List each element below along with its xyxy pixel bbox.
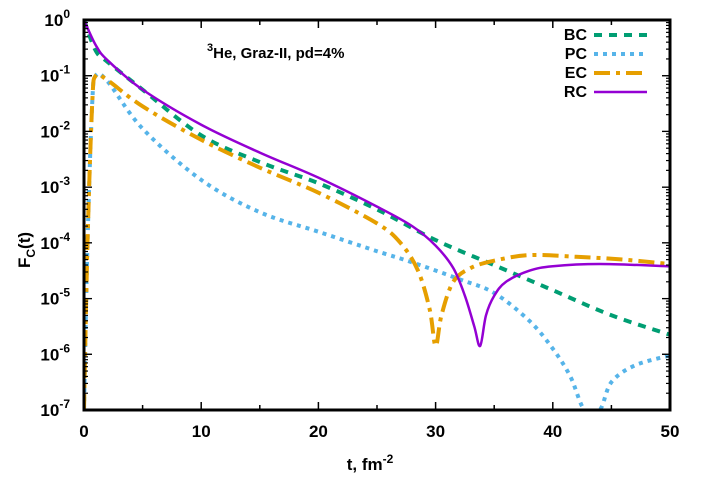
legend-label-ec: EC bbox=[565, 65, 588, 82]
y-tick-label: 10-6 bbox=[40, 341, 70, 364]
y-tick-label: 10-7 bbox=[40, 397, 70, 420]
series-ec-line bbox=[84, 72, 670, 410]
x-tick-label: 0 bbox=[79, 422, 88, 441]
x-tick-label: 10 bbox=[192, 422, 211, 441]
y-tick-label: 10-1 bbox=[40, 63, 70, 86]
y-tick-label: 10-4 bbox=[40, 230, 70, 253]
axis-ticks bbox=[83, 19, 671, 411]
x-tick-label: 20 bbox=[309, 422, 328, 441]
y-tick-label: 100 bbox=[44, 7, 70, 30]
x-tick-label: 50 bbox=[661, 422, 680, 441]
x-tick-label: 30 bbox=[426, 422, 445, 441]
y-tick-label: 10-5 bbox=[40, 286, 70, 309]
x-axis-label: t, fm-2 bbox=[347, 452, 394, 474]
legend-label-bc: BC bbox=[564, 27, 588, 44]
y-tick-labels: 100 10-1 10-2 10-3 10-4 10-5 10-6 10-7 bbox=[40, 7, 70, 420]
plot-curves bbox=[84, 20, 670, 410]
series-rc-line bbox=[84, 20, 670, 348]
y-axis-label: FC(t) bbox=[15, 232, 38, 268]
y-tick-label: 10-3 bbox=[40, 174, 70, 197]
legend: BC PC EC RC bbox=[564, 27, 647, 101]
x-tick-labels: 0 10 20 30 40 50 bbox=[79, 422, 679, 441]
series-pc-line bbox=[84, 71, 670, 410]
legend-label-pc: PC bbox=[565, 46, 588, 63]
chart-annotation: 3He, Graz-II, pd=4% bbox=[207, 42, 344, 62]
x-tick-label: 40 bbox=[543, 422, 562, 441]
legend-label-rc: RC bbox=[564, 84, 588, 101]
y-tick-label: 10-2 bbox=[40, 118, 70, 141]
